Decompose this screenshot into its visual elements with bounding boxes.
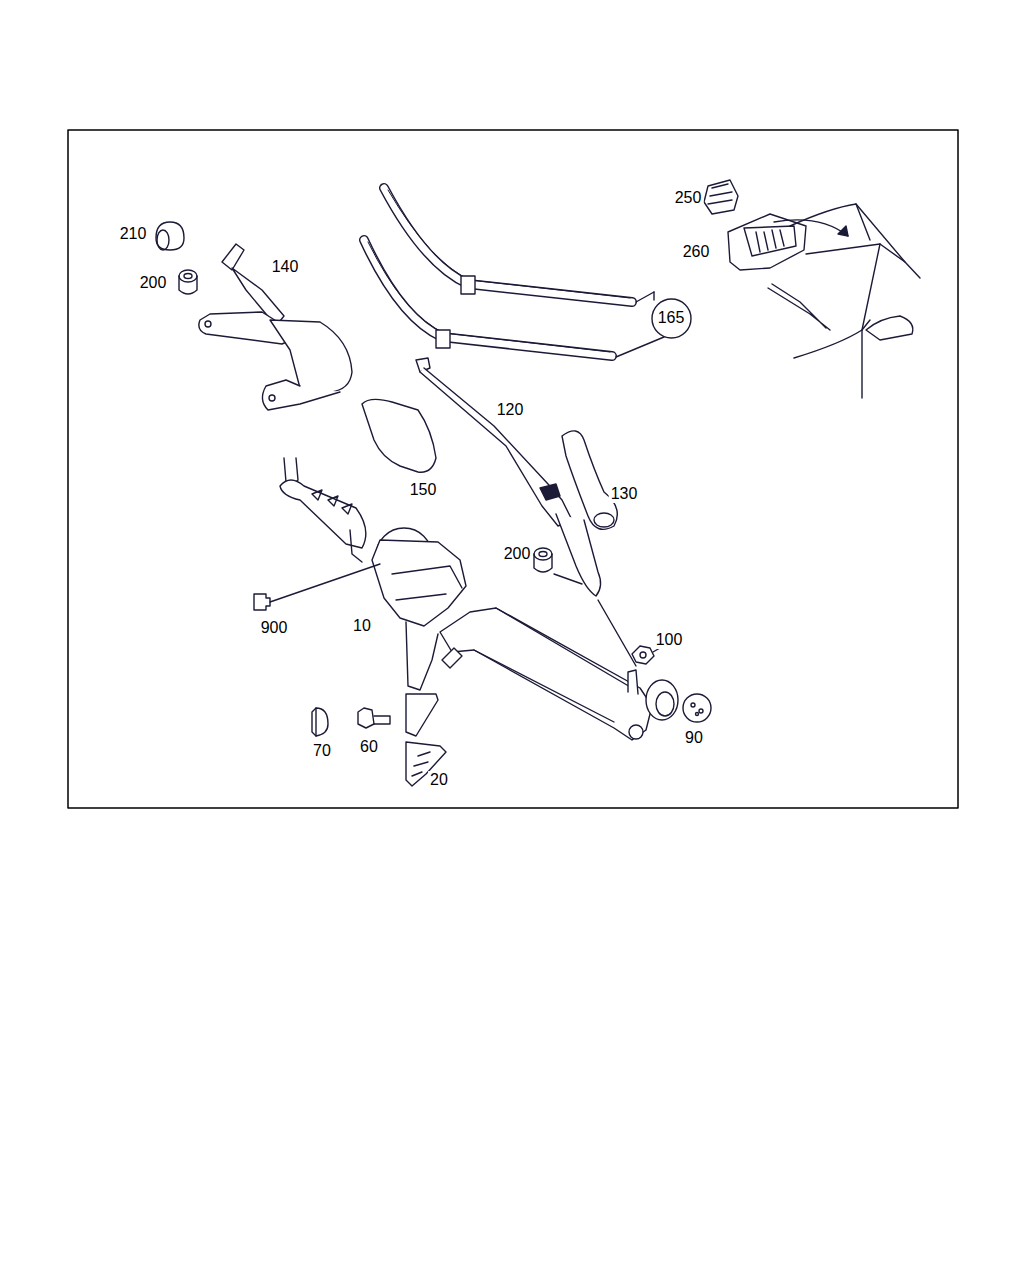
callout-number: 165 bbox=[658, 309, 685, 327]
callout-number: 120 bbox=[495, 401, 526, 419]
callout-number: 90 bbox=[683, 729, 705, 747]
callout-number: 130 bbox=[609, 485, 640, 503]
callout-number: 200 bbox=[502, 545, 533, 563]
callout-number: 10 bbox=[351, 617, 373, 635]
callout-number: 260 bbox=[681, 243, 712, 261]
callout-circle: 165 bbox=[651, 298, 692, 339]
callout-number: 250 bbox=[673, 189, 704, 207]
callout-number: 210 bbox=[118, 225, 149, 243]
callout-number: 60 bbox=[358, 738, 380, 756]
callout-number: 100 bbox=[654, 631, 685, 649]
callout-number: 900 bbox=[259, 619, 290, 637]
circle-outline bbox=[652, 299, 691, 338]
callout-number: 140 bbox=[270, 258, 301, 276]
callout-number: 70 bbox=[311, 742, 333, 760]
callout-number: 150 bbox=[408, 481, 439, 499]
callout-number: 200 bbox=[138, 274, 169, 292]
callout-number: 20 bbox=[428, 771, 450, 789]
